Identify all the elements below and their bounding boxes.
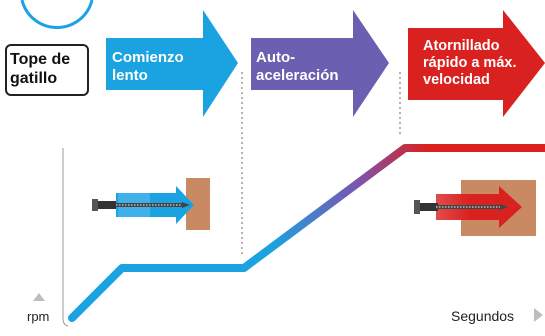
y-axis-label: rpm (27, 309, 50, 324)
slow-start-arrow (106, 10, 238, 117)
slow-start-label: Comienzo lento (112, 49, 184, 84)
y-axis (62, 148, 69, 327)
fast-screwing-arrow (408, 10, 545, 117)
rpm-curve (68, 144, 545, 322)
screw-red-arrow-icon (414, 180, 536, 236)
screw-blue-arrow-icon (92, 178, 210, 230)
trigger-stop-label: Tope de gatillo (10, 51, 71, 87)
fast-screwing-label: Atornillado rápido a máx. velocidad (423, 38, 517, 88)
trigger-stop-box (5, 44, 89, 96)
axis-right-arrow-icon (534, 308, 543, 322)
axis-up-arrow-icon (33, 293, 45, 301)
auto-acceleration-label: Auto- aceleración (256, 49, 339, 84)
top-circle-arc (20, 0, 94, 30)
x-axis-label: Segundos (451, 308, 515, 324)
auto-acceleration-arrow (251, 10, 389, 117)
